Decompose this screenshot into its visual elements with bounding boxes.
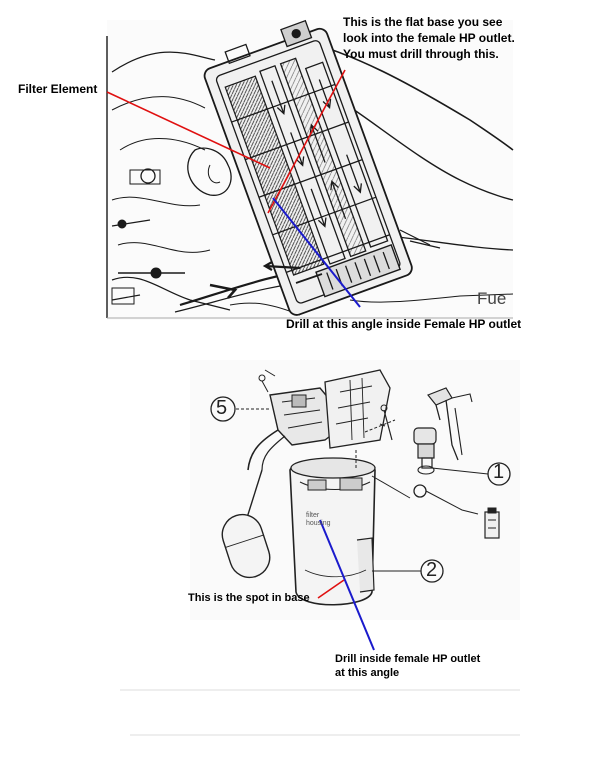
spot-pointer	[317, 579, 345, 599]
flat-base-line-1: This is the flat base you see	[343, 15, 503, 29]
filter-element-label: Filter Element	[18, 82, 98, 96]
spot-label: This is the spot in base	[188, 592, 310, 604]
drill-inside-annotation: Drill inside female HP outlet at this an…	[335, 652, 480, 680]
callout-2: 2	[426, 559, 438, 581]
housing-text: filter housing	[306, 512, 331, 528]
flat-base-pointer	[267, 69, 346, 214]
flat-base-line-2: look into the female HP outlet.	[343, 31, 515, 45]
callout-5: 5	[216, 397, 228, 419]
housing-text-line-2: housing	[306, 520, 331, 527]
housing-text-line-1: filter	[306, 512, 320, 519]
drill-angle-label: Drill at this angle inside Female HP out…	[286, 317, 522, 331]
flat-base-annotation: This is the flat base you see look into …	[343, 14, 515, 62]
fuel-partial-label: Fue	[477, 289, 507, 308]
top-fuel-filter-cutaway	[106, 19, 514, 320]
drill-inside-line-2: at this angle	[335, 667, 400, 679]
bottom-drill-angle-line	[319, 519, 375, 651]
drill-inside-line-1: Drill inside female HP outlet	[335, 653, 481, 665]
bottom-exploded-housing	[120, 360, 520, 736]
filter-element-pointer	[106, 91, 271, 169]
flat-base-line-3: You must drill through this.	[343, 47, 499, 61]
callout-1: 1	[493, 461, 505, 483]
top-drill-angle-line	[272, 197, 361, 308]
